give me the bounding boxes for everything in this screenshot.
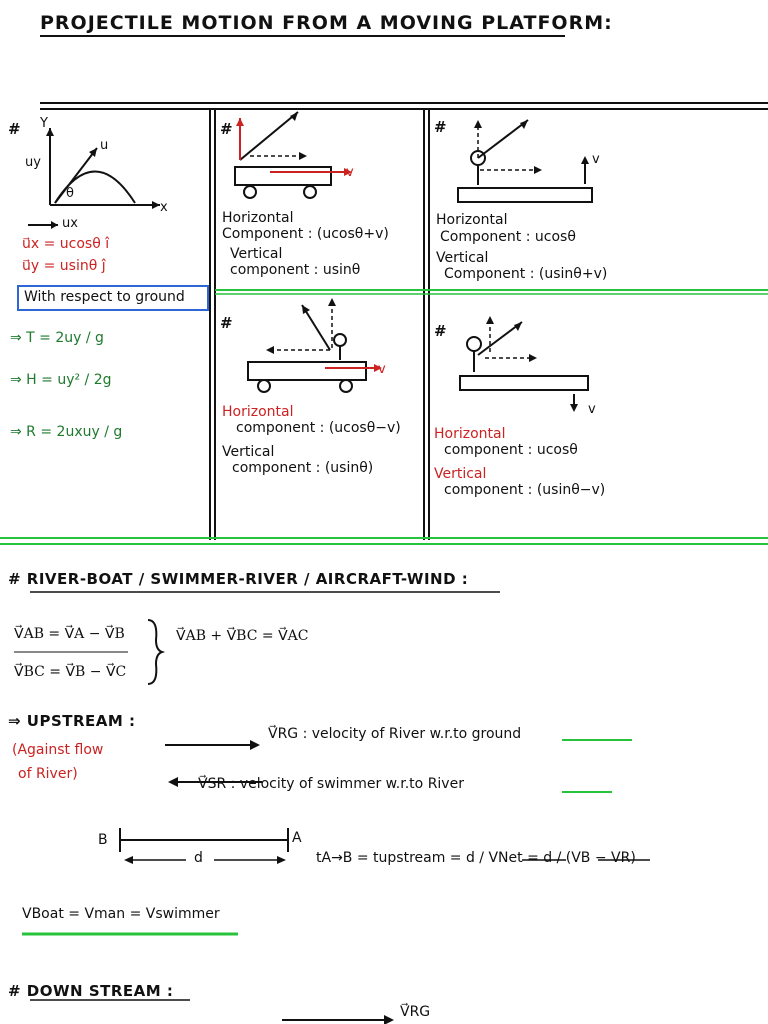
case1-h-value: Component : (ucosθ+v): [222, 226, 389, 242]
case4-v: v: [588, 402, 596, 417]
vrg-definition: V⃗RG : velocity of River w.r.to ground: [268, 726, 522, 742]
page-title: PROJECTILE MOTION FROM A MOVING PLATFORM…: [40, 12, 613, 34]
vrg-downstream: V⃗RG: [400, 1004, 431, 1020]
eq-max-height: ⇒ H = uy² / 2g: [10, 372, 112, 388]
downstream-heading: # DOWN STREAM :: [8, 982, 174, 1000]
case3-v: v: [378, 362, 386, 377]
distance-d: d: [194, 850, 203, 866]
case3-h-label: Horizontal: [222, 404, 294, 420]
case1-hash: #: [220, 120, 234, 138]
against-flow-2: of River): [18, 766, 78, 782]
case2-h-value: Component : ucosθ: [440, 229, 576, 245]
case4-h-label: Horizontal: [434, 426, 506, 442]
eq-time-of-flight: ⇒ T = 2uy / g: [10, 330, 104, 346]
case2-v: v: [592, 152, 600, 167]
case4-v-value: component : (usinθ−v): [444, 482, 606, 498]
case3-hash: #: [220, 314, 234, 332]
axis-x-label: x: [160, 200, 168, 215]
case3-h-value: component : (ucosθ−v): [236, 420, 401, 436]
case4-hash: #: [434, 322, 448, 340]
point-a: A: [292, 830, 302, 846]
upstream-time-eq: tA→B = tupstream = d / VNet = d / (VB − …: [316, 850, 636, 866]
u-label: u: [100, 138, 109, 153]
case1-v-label: Vertical: [230, 246, 283, 262]
ux-label: ux: [62, 216, 78, 231]
uy-label: uy: [25, 155, 41, 170]
eq-vac: V⃗AB + V⃗BC = V⃗AC: [176, 628, 309, 644]
eq-ux: u⃗x = ucosθ î: [22, 236, 110, 252]
case1-v: v: [346, 165, 354, 180]
case4-v-label: Vertical: [434, 466, 487, 482]
vsr-definition: V⃗SR : velocity of swimmer w.r.to River: [198, 776, 464, 792]
vboat-eq: VBoat = Vman = Vswimmer: [22, 906, 220, 922]
against-flow-1: (Against flow: [12, 742, 104, 758]
upstream-heading: ⇒ UPSTREAM :: [8, 712, 136, 730]
eq-vab: V⃗AB = V⃗A − V⃗B: [14, 626, 125, 642]
case2-v-value: Component : (usinθ+v): [444, 266, 608, 282]
case2-hash: #: [434, 118, 448, 136]
case3-v-label: Vertical: [222, 444, 275, 460]
case1-h-label: Horizontal: [222, 210, 294, 226]
river-heading: # RIVER-BOAT / SWIMMER-RIVER / AIRCRAFT-…: [8, 570, 469, 588]
theta-label: θ: [66, 186, 74, 201]
eq-vbc: V⃗BC = V⃗B − V⃗C: [14, 664, 127, 680]
point-b: B: [98, 832, 108, 848]
hash-marker: #: [8, 120, 22, 138]
eq-range: ⇒ R = 2uxuy / g: [10, 424, 123, 440]
case3-v-value: component : (usinθ): [232, 460, 374, 476]
case2-v-label: Vertical: [436, 250, 489, 266]
axis-y-label: Y: [40, 116, 48, 131]
ground-note: With respect to ground: [24, 289, 185, 305]
case2-h-label: Horizontal: [436, 212, 508, 228]
eq-uy: u⃗y = usinθ ĵ: [22, 258, 106, 274]
case4-h-value: component : ucosθ: [444, 442, 578, 458]
case1-v-value: component : usinθ: [230, 262, 361, 278]
